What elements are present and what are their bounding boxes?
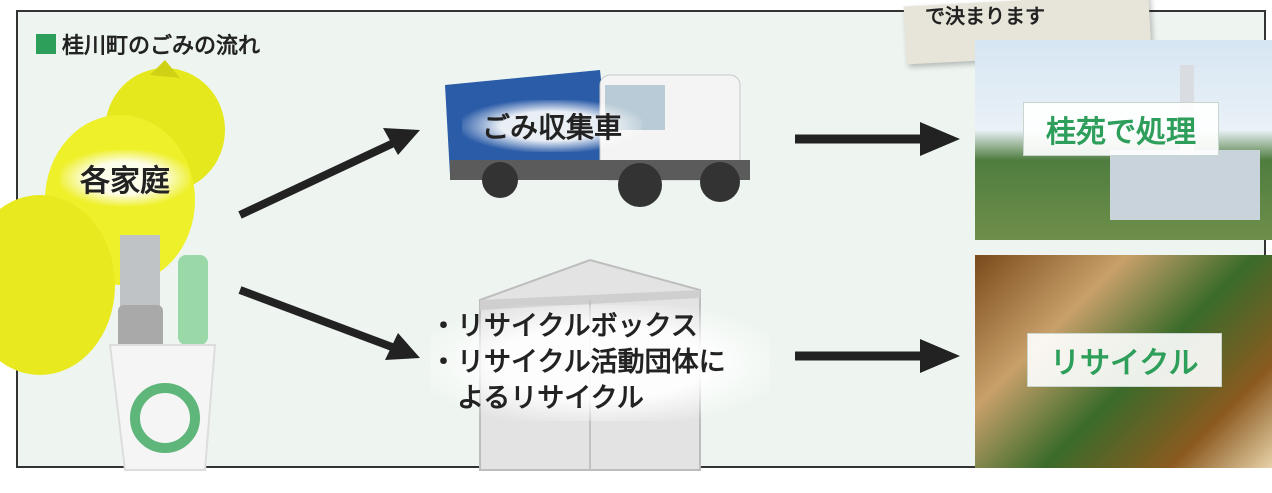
households-label: 各家庭: [60, 150, 190, 206]
box-line-2: ・リサイクル活動団体に: [430, 347, 726, 378]
incineration-label: 桂苑で処理: [1023, 102, 1219, 156]
recycle-label: リサイクル: [1027, 333, 1222, 387]
arrow-to-recycling: [795, 339, 960, 373]
arrow-to-incineration: [795, 122, 960, 156]
arrow-to-truck: [238, 128, 420, 219]
incineration-plant-photo: 桂苑で処理: [975, 40, 1272, 240]
box-line-1: ・リサイクルボックス: [430, 311, 698, 342]
note-text: で決まります: [925, 4, 1045, 28]
bottles-photo: リサイクル: [975, 255, 1272, 468]
plant-building-icon: [1110, 150, 1260, 220]
panel-title-text: 桂川町のごみの流れ: [62, 34, 261, 59]
recycle-bucket-icon: [108, 235, 217, 471]
recycle-box-label: ・リサイクルボックス ・リサイクル活動団体に よるリサイクル: [430, 305, 770, 421]
box-line-3: よるリサイクル: [430, 383, 644, 414]
title-square-icon: [36, 34, 56, 54]
panel-title: 桂川町のごみの流れ: [36, 28, 260, 60]
arrow-to-box: [238, 286, 420, 360]
truck-label: ごみ収集車: [462, 100, 642, 152]
